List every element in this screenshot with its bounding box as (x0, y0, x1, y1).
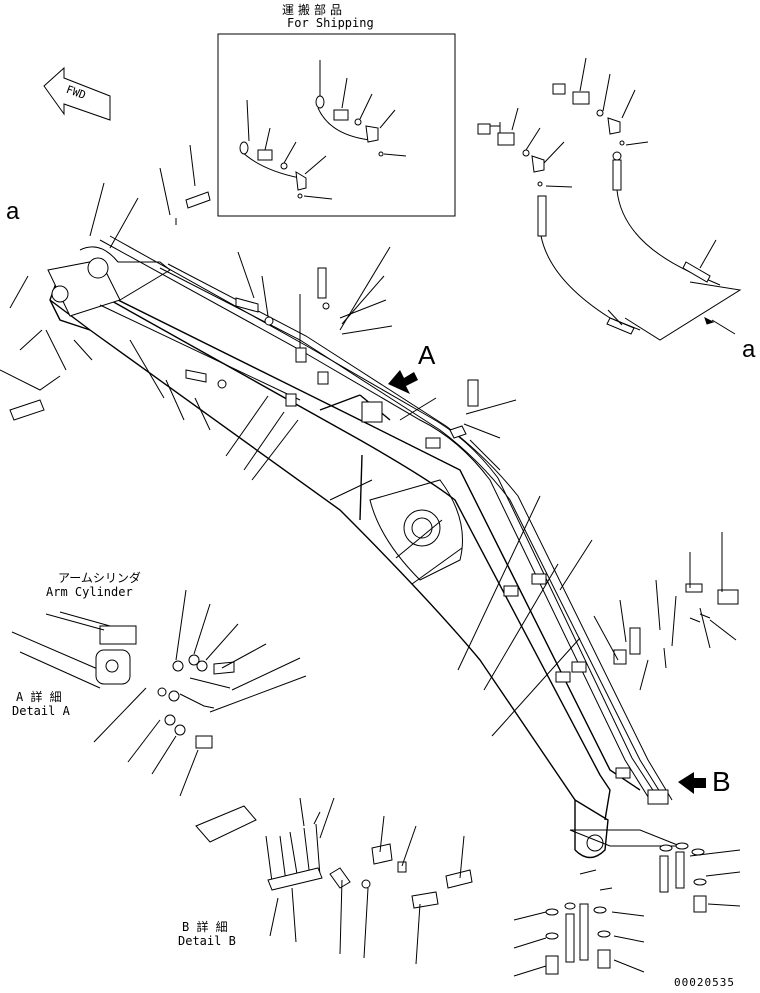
arm-hydraulic-lines (99, 235, 673, 801)
callout-a: A (418, 340, 436, 370)
shipping-title-jp: 運搬部品 (282, 3, 347, 17)
detail-b-jp: B 詳 細 (182, 920, 228, 934)
right-hose-assembly (477, 57, 742, 341)
shipping-box-frame (217, 33, 456, 217)
fwd-arrow-icon (43, 66, 111, 121)
arm-root-bracket (47, 246, 171, 317)
left-bolt (0, 329, 61, 421)
hose-clamps (285, 347, 669, 805)
callout-b: B (712, 766, 731, 797)
detail-b-en: Detail B (178, 934, 236, 948)
arm-cylinder-en: Arm Cylinder (46, 585, 133, 599)
shipping-hose-parts (239, 60, 407, 200)
right-side-fittings (593, 532, 739, 691)
drawing-number: 00020535 (674, 976, 735, 989)
detail-a-en: Detail A (12, 704, 70, 718)
a-arrow-icon (388, 370, 418, 394)
callout-a-right: a (742, 336, 756, 363)
b-arrow-icon (678, 772, 706, 794)
detail-b-drawing (195, 797, 473, 965)
arm-body (49, 271, 641, 859)
callout-a-left: a (6, 198, 20, 225)
leader-lines (9, 144, 593, 737)
lower-right-parts (513, 829, 741, 977)
arm-cylinder-jp: アームシリンダ (58, 571, 141, 585)
detail-a-drawing (11, 589, 307, 797)
detail-a-jp: A 詳 細 (16, 690, 62, 704)
shipping-title-en: For Shipping (287, 16, 374, 30)
arm-bolts (185, 191, 479, 439)
